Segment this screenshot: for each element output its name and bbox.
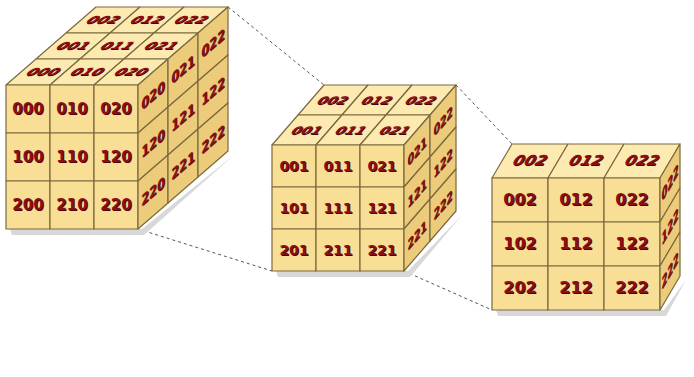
- cubelet-label: 002: [503, 192, 536, 208]
- cubelet-label: 010: [56, 102, 87, 117]
- cube-face: [272, 187, 316, 229]
- cube-face: [138, 155, 168, 229]
- cubelet-label: 012: [559, 192, 592, 208]
- cube-face: [168, 129, 198, 203]
- cube-face: [360, 187, 404, 229]
- cubelet-label: 021: [367, 159, 396, 173]
- cube-face: [50, 133, 94, 181]
- cube-face: [272, 229, 316, 271]
- dashed-guide: [456, 85, 512, 144]
- cubelet-label: 222: [615, 280, 648, 296]
- cubelet-label: 111: [323, 201, 352, 215]
- cube-face: [360, 145, 404, 187]
- cubelet-label: 000: [12, 102, 43, 117]
- cubelet-label: 122: [615, 236, 648, 252]
- cubelet-label: 022: [615, 192, 648, 208]
- cubelet-label: 202: [503, 280, 536, 296]
- cube-face: [548, 178, 604, 222]
- cubelet-label: 120: [100, 150, 131, 165]
- cubelet-label: 201: [279, 243, 308, 257]
- cube-face: [316, 145, 360, 187]
- cube-face: [604, 178, 660, 222]
- cube-face: [492, 266, 548, 310]
- cube-face: [548, 266, 604, 310]
- cube-face: [360, 229, 404, 271]
- dashed-guide: [228, 7, 324, 85]
- cube-face: [94, 85, 138, 133]
- cube-face: [316, 187, 360, 229]
- cubelet-label: 101: [279, 201, 308, 215]
- cubelet-label: 110: [56, 150, 87, 165]
- cubelet-label: 020: [100, 102, 131, 117]
- cube-face: [50, 85, 94, 133]
- cube-face: [198, 103, 228, 177]
- cubelet-label: 001: [279, 159, 308, 173]
- cubelet-label: 200: [12, 198, 43, 213]
- cubelet-label: 121: [367, 201, 396, 215]
- cube-face: [604, 222, 660, 266]
- cube-face: [316, 229, 360, 271]
- cubelet-label: 102: [503, 236, 536, 252]
- cubelet-label: 112: [559, 236, 592, 252]
- cubelet-label: 211: [323, 243, 352, 257]
- cube-face: [548, 222, 604, 266]
- cubelet-label: 212: [559, 280, 592, 296]
- cube-face: [492, 178, 548, 222]
- cube-face: [6, 133, 50, 181]
- cubelet-label: 100: [12, 150, 43, 165]
- cube-face: [492, 222, 548, 266]
- cube-face: [604, 266, 660, 310]
- cube-face: [6, 181, 50, 229]
- cube-face: [272, 145, 316, 187]
- cube-face: [6, 85, 50, 133]
- cubelet-label: 220: [100, 198, 131, 213]
- cubelet-label: 221: [367, 243, 396, 257]
- cubelet-label: 210: [56, 198, 87, 213]
- cubelet-label: 011: [323, 159, 352, 173]
- dashed-guide: [404, 271, 492, 310]
- dashed-guide: [138, 229, 272, 271]
- cube-face: [50, 181, 94, 229]
- cube-face: [94, 133, 138, 181]
- cube-face: [94, 181, 138, 229]
